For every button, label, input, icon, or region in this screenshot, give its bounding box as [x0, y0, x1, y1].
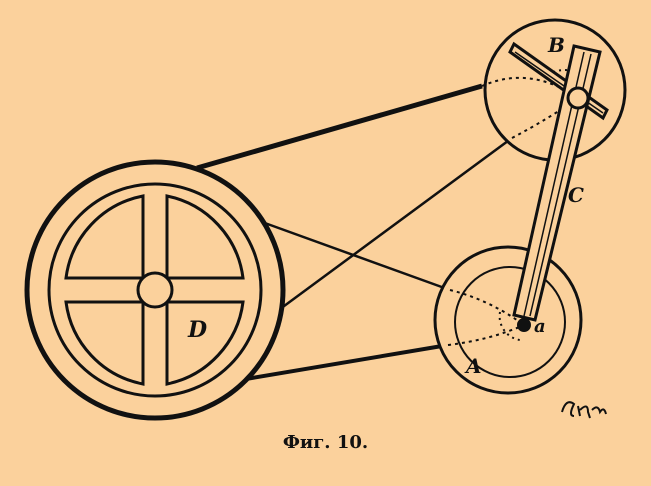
spoke-window-bottom-right: [165, 300, 245, 386]
flywheel-inner-rim: [47, 182, 263, 398]
wheel-a: [433, 245, 583, 395]
label-d: D: [187, 317, 207, 343]
label-pivot-a: a: [534, 316, 546, 337]
spoke-window-bottom-left: [64, 300, 145, 386]
rod-c-outline: [512, 44, 602, 322]
figure-caption: Фиг. 10.: [282, 432, 369, 453]
wheel-a-inner-rim: [454, 266, 566, 378]
crank-pin-b: [566, 86, 590, 110]
belts: [196, 83, 513, 382]
belt-d-to-b-lower: [275, 136, 513, 314]
belt-d-to-a-upper: [261, 220, 451, 292]
spoke-window-top-right: [165, 194, 245, 280]
belt-d-to-a-lower: [239, 343, 449, 382]
flywheel-spoke-windows: [64, 194, 245, 386]
label-b: B: [547, 33, 565, 57]
wheel-a-outer-rim: [433, 245, 583, 395]
engraver-signature: [561, 401, 607, 419]
spoke-window-top-left: [64, 194, 145, 280]
label-wheel-a: A: [464, 354, 482, 378]
belt-d-to-b-upper: [196, 83, 483, 171]
wheel-a-pivot-arc-dotted: [498, 311, 521, 341]
flywheel-d: [24, 159, 286, 421]
wheel-a-belt-wrap-dotted-upper: [449, 289, 525, 326]
wheel-b-belt-wrap-dotted-upper: [481, 76, 579, 99]
pivot-pin-a: [517, 318, 531, 332]
label-c: C: [568, 183, 584, 207]
flywheel-hub: [136, 271, 174, 309]
